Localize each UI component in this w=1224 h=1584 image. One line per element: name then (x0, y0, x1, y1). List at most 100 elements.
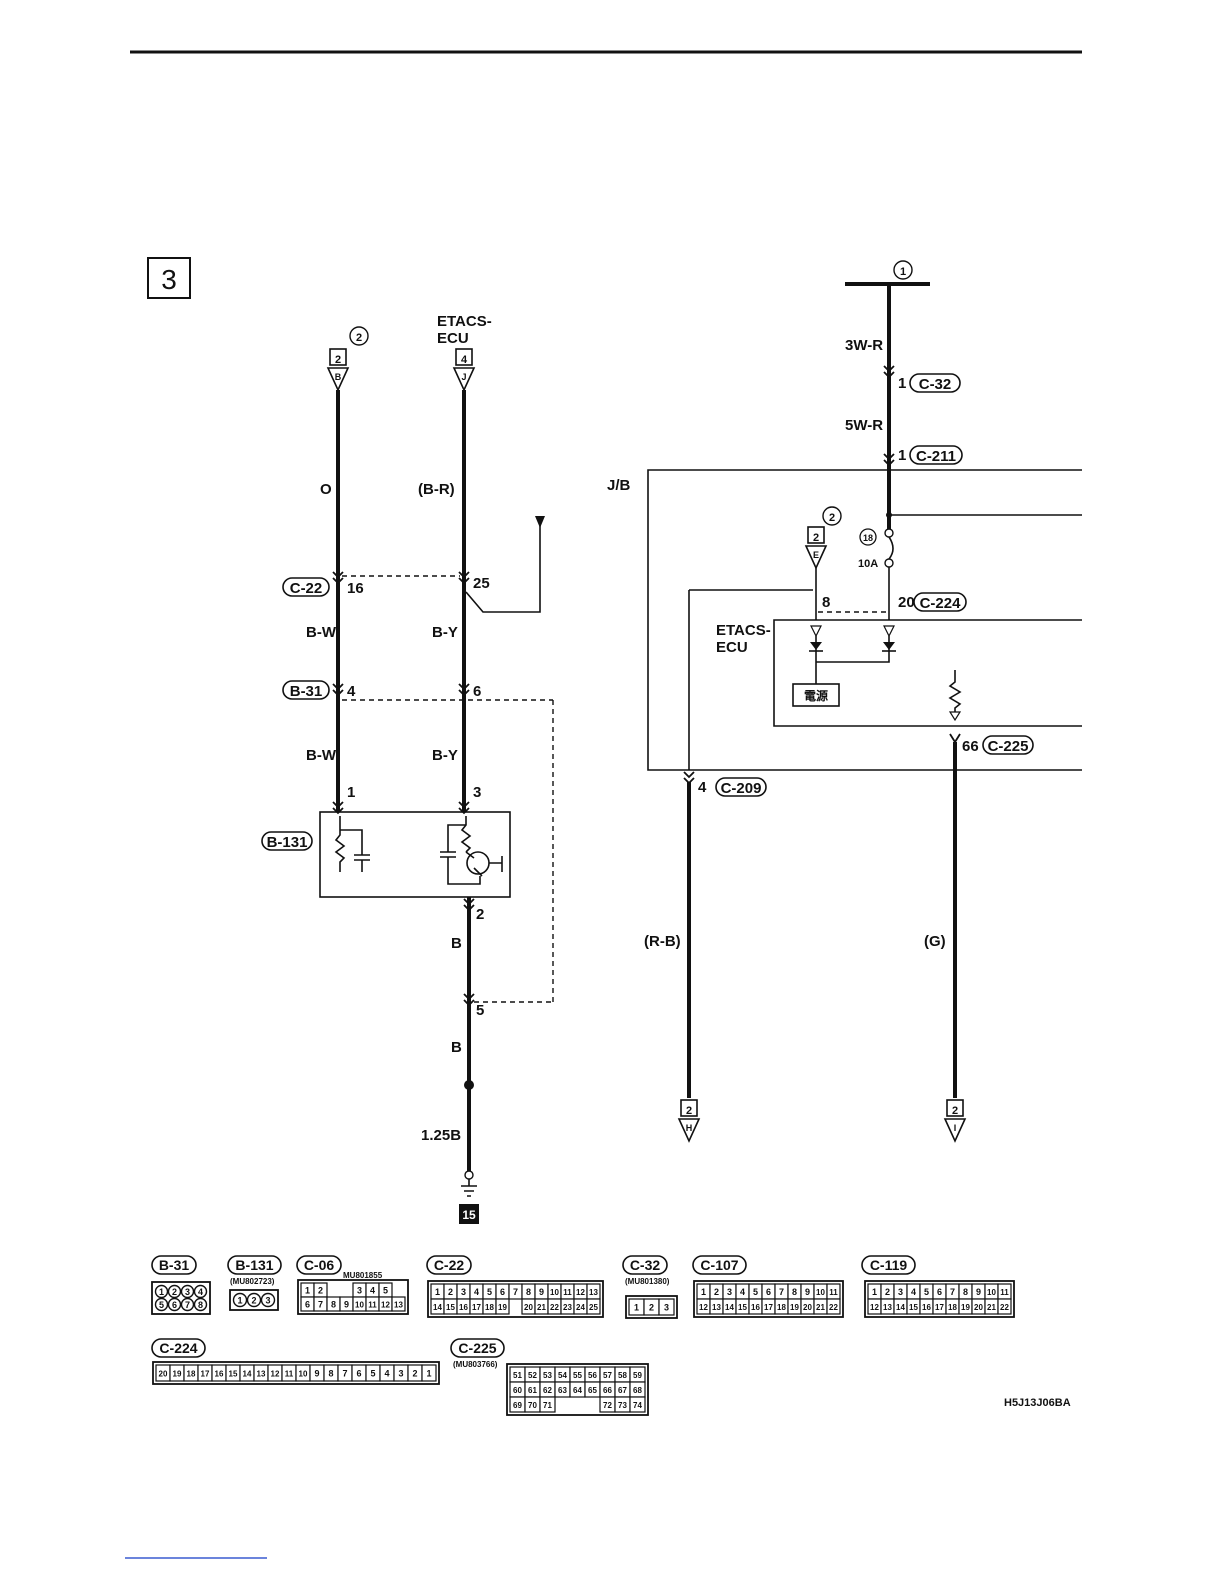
legend-tag-frame (227, 1255, 282, 1275)
arrow-letter-e: E (813, 550, 819, 560)
legend-pin-number: 21 (537, 1303, 546, 1312)
legend-pin-number: 63 (558, 1386, 567, 1395)
legend-pin-number: 2 (318, 1286, 323, 1296)
legend-pin-cell (180, 1284, 195, 1299)
legend-pin-number: 64 (573, 1386, 582, 1395)
section-number: 3 (161, 264, 177, 295)
legend-pin-number: 12 (699, 1303, 708, 1312)
legend-pin-number: 8 (328, 1369, 333, 1379)
legend-pin-number: 12 (271, 1370, 280, 1379)
legend-pin-cell (997, 1298, 1012, 1315)
legend-pin-number: 7 (950, 1287, 955, 1297)
legend-pin-number: 58 (618, 1371, 627, 1380)
arrow-letter-b: B (335, 372, 342, 382)
figure-code: H5J13J06BA (1004, 1397, 1071, 1409)
svg-text:B-31: B-31 (290, 683, 323, 700)
legend-pin-number: 69 (513, 1401, 522, 1410)
legend-pin-number: 7 (513, 1287, 518, 1297)
legend-pin-number: 6 (766, 1287, 771, 1297)
legend-pin-number: 21 (816, 1303, 825, 1312)
wire-color-bw-1: B-W (306, 624, 337, 641)
legend-pin-number: 1 (159, 1287, 164, 1297)
legend-pin-number: 6 (937, 1287, 942, 1297)
legend-pin-cell (391, 1296, 406, 1312)
legend-pin-number: 23 (563, 1303, 572, 1312)
legend-pin-number: 11 (368, 1301, 377, 1310)
legend-pin-number: 1 (634, 1303, 639, 1313)
b131-internal-circuit (334, 816, 503, 885)
legend-pin-cell (167, 1284, 182, 1299)
legend-tag-frame (426, 1255, 472, 1275)
legend-pin-number: 9 (805, 1287, 810, 1297)
legend-pin-number: 2 (885, 1287, 890, 1297)
legend-pin-number: 13 (394, 1301, 403, 1310)
etacs-ecu-right-bottom: ECU (716, 639, 748, 656)
svg-text:18: 18 (863, 533, 873, 543)
etacs-label-bottom: ECU (437, 330, 469, 347)
legend-pin-number: 16 (922, 1303, 931, 1312)
legend-pin-number: 61 (528, 1386, 537, 1395)
ground-ref: 15 (462, 1208, 476, 1222)
legend-pin-number: 10 (299, 1370, 308, 1379)
shield-arrow (535, 516, 545, 528)
etacs-ecu-right-top: ETACS- (716, 622, 771, 639)
legend-pin-number: 7 (342, 1369, 347, 1379)
legend-pin-number: 10 (987, 1288, 996, 1297)
legend-name: B-31 (159, 1257, 190, 1273)
pin-1: 1 (347, 784, 355, 801)
legend-part-number: (MU803766) (453, 1360, 498, 1369)
legend-tag-frame (151, 1255, 197, 1275)
legend-pin-number: 51 (513, 1371, 522, 1380)
svg-text:C-224: C-224 (920, 595, 962, 612)
legend-pin-number: 62 (543, 1386, 552, 1395)
c32-pin: 1 (898, 375, 906, 392)
legend-pin-cell (421, 1364, 437, 1382)
c211-pin: 1 (898, 447, 906, 464)
svg-text:C-22: C-22 (290, 580, 323, 597)
legend-name: C-06 (304, 1257, 335, 1273)
sheet-number-4: 4 (461, 354, 468, 366)
legend-pin-number: 1 (426, 1369, 431, 1379)
svg-text:C-209: C-209 (721, 780, 762, 797)
pin-3: 3 (473, 784, 481, 801)
wire-color-by-1: B-Y (432, 624, 458, 641)
wire-color-b-1: B (451, 935, 462, 952)
legend-pin-number: 9 (314, 1369, 319, 1379)
svg-text:C-32: C-32 (919, 376, 952, 393)
wire-color-o: O (320, 481, 332, 498)
sheet-ref-2-b: 2 2 B (326, 326, 369, 392)
pin-5: 5 (476, 1002, 484, 1019)
legend-pin-number: 18 (948, 1303, 957, 1312)
legend-pin-number: 8 (526, 1287, 531, 1297)
legend-tag-frame (151, 1338, 206, 1358)
legend-name: C-119 (870, 1257, 908, 1273)
top-circle-ref-1: 1 (893, 260, 913, 280)
legend-pin-cell (826, 1298, 841, 1315)
legend-pin-cell (629, 1396, 646, 1413)
legend-pin-number: 18 (777, 1303, 786, 1312)
legend-pin-number: 16 (459, 1303, 468, 1312)
svg-text:B-131: B-131 (267, 834, 308, 851)
legend-pin-number: 1 (701, 1287, 706, 1297)
legend-pin-number: 10 (355, 1301, 364, 1310)
wire-color-by-2: B-Y (432, 747, 458, 764)
arrow-letter-i: I (954, 1123, 957, 1133)
legend-pin-number: 16 (751, 1303, 760, 1312)
legend-pin-number: 8 (963, 1287, 968, 1297)
sheet-ref-2-h: 2 H (677, 1099, 701, 1143)
legend-pin-number: 17 (935, 1303, 944, 1312)
connector-c211-tag: C-211 (909, 445, 963, 465)
legend-pin-number: 3 (357, 1286, 362, 1296)
legend-pin-number: 3 (398, 1369, 403, 1379)
legend-pin-number: 16 (215, 1370, 224, 1379)
legend-name: C-224 (159, 1340, 197, 1356)
legend-pin-number: 22 (550, 1303, 559, 1312)
etacs-label-top: ETACS- (437, 313, 492, 330)
connector-c224-tag: C-224 (913, 592, 967, 612)
legend-pin-number: 7 (185, 1300, 190, 1310)
legend-pin-number: 9 (539, 1287, 544, 1297)
legend-pin-number: 3 (265, 1296, 270, 1306)
legend-pin-number: 66 (603, 1386, 612, 1395)
